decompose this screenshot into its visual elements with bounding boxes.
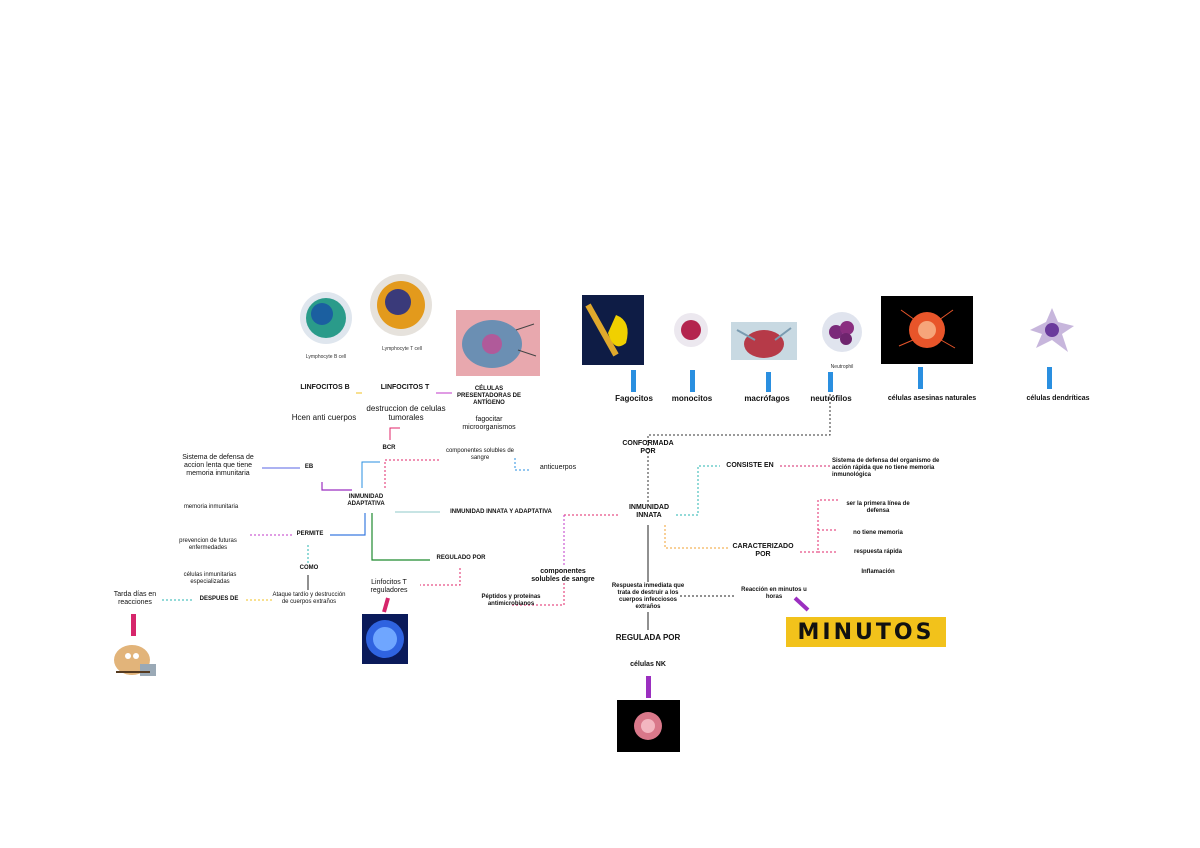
label-linfocitos-t: LINFOCITOS T — [380, 384, 430, 391]
label-apc: CÉLULAS PRESENTADORAS DE ANTÍGENO — [457, 386, 521, 406]
trait-respuesta-rapida: respuesta rápida — [853, 549, 903, 555]
macrophage-image — [731, 322, 797, 360]
label-ataque: Ataque tardío y destrucción de cuerpos e… — [272, 592, 346, 605]
asesinas-bar — [918, 367, 923, 389]
innate-response: Respuesta inmediata que trata de destrui… — [611, 583, 685, 610]
monocitos-bar — [690, 370, 695, 392]
label-dendriticas: células dendríticas — [1026, 395, 1090, 402]
lymphocyte-b-caption: Lymphocyte B cell — [305, 354, 347, 360]
neutrophil-caption: Neutrophil — [830, 364, 854, 370]
label-despues: DESPUES DE — [199, 596, 239, 602]
label-anticuerpos: anticuerpos — [539, 464, 577, 471]
label-memoria: memoria inmunitaria — [183, 504, 239, 510]
consiste-en: CONSISTE EN — [726, 462, 774, 469]
nk-cell-image — [617, 700, 680, 752]
adaptive-title: INMUNIDAD ADAPTATIVA — [347, 494, 385, 507]
monocyte-image — [672, 308, 710, 360]
lymphocyte-t-caption: Lymphocyte T cell — [382, 346, 422, 352]
innate-reaction: Reacción en minutos u horas — [741, 587, 807, 600]
label-asesinas: células asesinas naturales — [887, 395, 977, 402]
antigen-cell-image — [456, 310, 540, 376]
label-fagocitar: fagocitar microorganismos — [462, 416, 516, 432]
regulada-por: REGULADA POR — [615, 633, 681, 642]
label-como: COMO — [299, 565, 319, 571]
natural-killer-image — [881, 296, 973, 364]
label-linfocitos-b: LINFOCITOS B — [300, 384, 350, 391]
macrofagos-bar — [766, 372, 771, 392]
label-t-reguladores: Linfocitos T reguladores — [370, 579, 408, 595]
caracterizado-por: CARACTERIZADO POR — [732, 543, 794, 559]
minutos-banner: MINUTOS — [786, 617, 946, 647]
conformada-por: CONFORMADA POR — [622, 440, 674, 456]
neutrophil-image — [820, 310, 864, 356]
lymphocyte-b-image — [298, 290, 354, 346]
label-neutrofilos: neutrófilos — [810, 394, 852, 403]
surprised-person-icon — [106, 638, 162, 680]
label-celulas-inm: células inmunitarias especializadas — [183, 572, 237, 585]
innate-proteins: Péptidos y proteínas antimicrobianos — [481, 594, 541, 607]
innate-soluble: componentes solubles de sangre — [531, 568, 595, 584]
celulas-nk: células NK — [630, 661, 666, 668]
fagocitos-bar — [631, 370, 636, 392]
lymphocyte-t-reg-image — [362, 614, 408, 664]
label-hacen: Hcen anti cuerpos — [291, 413, 357, 422]
tarda-bar — [131, 614, 136, 636]
innate-definition: Sistema de defensa del organismo de acci… — [832, 458, 940, 478]
dendritic-cell-image — [1022, 302, 1080, 358]
label-tarda: Tarda días en reacciones — [113, 591, 157, 607]
neutrofilos-bar — [828, 372, 833, 392]
dendriticas-bar — [1047, 367, 1052, 389]
label-prevencion: prevencion de futuras enfermedades — [179, 538, 237, 551]
nk-bar — [646, 676, 651, 698]
innate-title: INMUNIDAD INNATA — [628, 504, 670, 520]
label-fagocitos: Fagocitos — [615, 394, 653, 403]
lymphocyte-t-image — [368, 272, 434, 338]
label-permite: PERMITE — [296, 531, 324, 537]
label-destruccion: destruccion de celulas tumorales — [366, 404, 446, 423]
label-sistema: Sistema de defensa de accion lenta que t… — [182, 454, 254, 478]
label-bcr: BCR — [382, 445, 396, 451]
trait-primera-linea: ser la primera línea de defensa — [846, 501, 910, 514]
trait-inflamacion: Inflamación — [861, 569, 895, 575]
label-eb: EB — [304, 464, 314, 470]
phagocyte-image — [582, 295, 644, 365]
label-componentes: componentes solubles de sangre — [445, 448, 515, 461]
label-macrofagos: macrófagos — [744, 394, 790, 403]
label-regulado-por: REGULADO POR — [436, 555, 486, 561]
innate-adaptive-title: INMUNIDAD INNATA Y ADAPTATIVA — [450, 509, 552, 515]
label-monocitos: monocitos — [671, 394, 713, 403]
trait-no-memoria: no tiene memoria — [853, 530, 903, 536]
minutos-text: MINUTOS — [797, 619, 935, 645]
